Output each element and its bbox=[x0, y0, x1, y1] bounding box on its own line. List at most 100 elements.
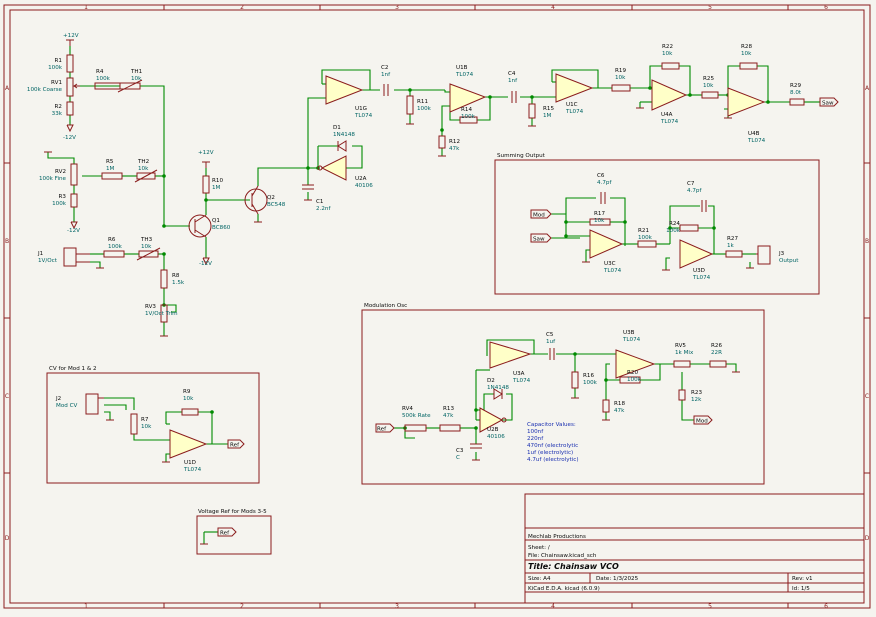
resistor-r13[interactable] bbox=[439, 424, 461, 432]
label-rv4-value: 500k Rate bbox=[402, 413, 431, 419]
opamp-u4a[interactable] bbox=[651, 79, 688, 111]
label-r16-value: 100k bbox=[583, 380, 598, 386]
resistor-r21[interactable] bbox=[637, 240, 657, 248]
capacitor-c1[interactable] bbox=[302, 184, 314, 190]
jack-j3[interactable] bbox=[756, 245, 771, 265]
capacitor-c5[interactable] bbox=[549, 348, 555, 360]
resistor-r5[interactable] bbox=[101, 172, 123, 180]
label-r18-value: 47k bbox=[614, 408, 625, 414]
resistor-r26[interactable] bbox=[709, 360, 727, 368]
border-row-label: C bbox=[5, 393, 9, 400]
thermistor-th1[interactable] bbox=[117, 79, 143, 93]
label-r24-value: 100k bbox=[666, 228, 681, 234]
resistor-r8[interactable] bbox=[160, 269, 168, 289]
label-r10-value: 1M bbox=[212, 185, 221, 191]
resistor-r29[interactable] bbox=[789, 98, 805, 106]
opamp-u1d[interactable] bbox=[169, 429, 208, 459]
schmitt-inverter-u2b[interactable] bbox=[479, 407, 507, 433]
opamp-u3d[interactable] bbox=[679, 239, 714, 269]
label-u1c-value: TL074 bbox=[565, 109, 584, 115]
label-r13-ref: R13 bbox=[443, 406, 454, 412]
pot-rv1[interactable] bbox=[66, 77, 74, 97]
schmitt-inverter-u2a[interactable] bbox=[317, 155, 347, 181]
label-r27-value: 1k bbox=[727, 243, 735, 249]
resistor-r25[interactable] bbox=[701, 91, 719, 99]
label-r22-ref: R22 bbox=[662, 44, 673, 50]
resistor-r9[interactable] bbox=[181, 408, 199, 416]
label-rv5-ref: RV5 bbox=[675, 343, 686, 349]
net-label-saw-out[interactable]: Saw bbox=[819, 97, 839, 107]
opamp-u1g[interactable] bbox=[325, 75, 364, 105]
capacitor-c6[interactable] bbox=[600, 192, 606, 204]
net-label-text: Ref bbox=[220, 531, 230, 537]
resistor-r11[interactable] bbox=[406, 95, 414, 115]
resistor-r2[interactable] bbox=[66, 101, 74, 116]
diode-d1[interactable] bbox=[337, 140, 347, 152]
opamp-u3c[interactable] bbox=[589, 229, 624, 259]
capacitor-c7[interactable] bbox=[701, 200, 707, 212]
jack-j2[interactable] bbox=[85, 393, 104, 415]
net-label-saw-in[interactable]: Saw bbox=[530, 233, 552, 243]
opamp-u4b[interactable] bbox=[727, 87, 766, 117]
opamp-u1c[interactable] bbox=[555, 73, 594, 103]
jack-j1[interactable] bbox=[63, 247, 90, 267]
transistor-q2[interactable] bbox=[244, 185, 268, 215]
trimmer-rv3[interactable] bbox=[160, 304, 168, 323]
resistor-r20[interactable] bbox=[619, 376, 641, 384]
modulation-osc-box bbox=[361, 309, 765, 485]
border-col-label: 2 bbox=[240, 603, 244, 610]
transistor-q1[interactable] bbox=[188, 214, 212, 238]
pot-rv2[interactable] bbox=[70, 163, 78, 186]
resistor-r22[interactable] bbox=[661, 62, 680, 70]
resistor-r14[interactable] bbox=[459, 116, 478, 124]
label-q1-ref: Q1 bbox=[212, 218, 220, 224]
opamp-u3b[interactable] bbox=[615, 349, 656, 379]
title-company: Mechlab Productions bbox=[528, 534, 586, 540]
capacitor-value-line: 4.7uf (electrolytic) bbox=[527, 457, 579, 463]
capacitor-c4[interactable] bbox=[511, 91, 517, 103]
label-u3b-value: TL074 bbox=[622, 337, 641, 343]
capacitor-c2[interactable] bbox=[383, 84, 389, 96]
net-label-mod-out[interactable]: Mod bbox=[693, 415, 713, 425]
net-label-ref-vref[interactable]: Ref bbox=[217, 527, 237, 537]
resistor-r24[interactable] bbox=[679, 224, 699, 232]
resistor-r3[interactable] bbox=[70, 193, 78, 208]
resistor-r7[interactable] bbox=[130, 413, 138, 435]
resistor-r15[interactable] bbox=[528, 103, 536, 119]
net-label-ref-out[interactable]: Ref bbox=[227, 439, 245, 449]
resistor-r16[interactable] bbox=[571, 371, 579, 389]
thermistor-th3[interactable] bbox=[136, 247, 161, 261]
rail-label: -12V bbox=[63, 135, 76, 141]
resistor-r10[interactable] bbox=[202, 175, 210, 194]
title-date: Date: 1/3/2025 bbox=[596, 576, 639, 582]
resistor-r17[interactable] bbox=[589, 218, 611, 226]
capacitor-c3[interactable] bbox=[470, 443, 482, 449]
label-th3-value: 10k bbox=[141, 244, 152, 250]
label-r17-ref: R17 bbox=[594, 211, 605, 217]
net-label-ref-in[interactable]: Ref bbox=[375, 423, 395, 433]
label-j2-value: Mod CV bbox=[56, 403, 77, 409]
resistor-r27[interactable] bbox=[725, 250, 743, 258]
label-c4-value: 1nf bbox=[508, 78, 518, 84]
label-r29-ref: R29 bbox=[790, 83, 801, 89]
label-r2-ref: R2 bbox=[55, 104, 62, 110]
label-u3d-value: TL074 bbox=[692, 275, 711, 281]
label-u1g-ref: U1G bbox=[355, 106, 367, 112]
resistor-r1[interactable] bbox=[66, 54, 74, 73]
resistor-r28[interactable] bbox=[739, 62, 758, 70]
rail-label: -12V bbox=[199, 261, 212, 267]
opamp-u1b[interactable] bbox=[449, 83, 487, 113]
pot-rv4[interactable] bbox=[404, 424, 427, 432]
diode-d2[interactable] bbox=[493, 388, 503, 400]
pot-rv5[interactable] bbox=[673, 360, 691, 368]
resistor-r12[interactable] bbox=[438, 135, 446, 149]
resistor-r18[interactable] bbox=[602, 399, 610, 413]
thermistor-th2[interactable] bbox=[134, 169, 158, 183]
opamp-u3a[interactable] bbox=[489, 341, 532, 369]
border-col-label: 5 bbox=[708, 603, 712, 610]
resistor-r19[interactable] bbox=[611, 84, 631, 92]
resistor-r6[interactable] bbox=[103, 250, 125, 258]
resistor-r23[interactable] bbox=[678, 389, 686, 401]
label-u3b-ref: U3B bbox=[623, 330, 635, 336]
net-label-mod-in[interactable]: Mod bbox=[530, 209, 552, 219]
